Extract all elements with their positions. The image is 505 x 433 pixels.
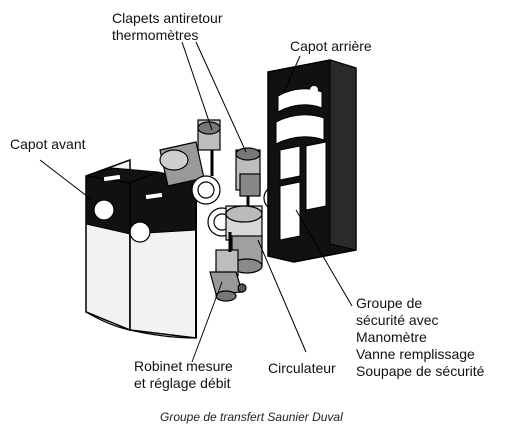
leader-robinet (191, 281, 223, 363)
label-robinet-mesure: Robinet mesure (134, 358, 233, 374)
leader-capot-avant (39, 159, 93, 201)
leader-lines (39, 41, 353, 363)
label-capot-avant: Capot avant (10, 136, 86, 152)
label-clapets-antiretour: Clapets antiretour (112, 10, 223, 26)
leader-groupe (295, 209, 353, 307)
figure-caption: Groupe de transfert Saunier Duval (160, 410, 343, 424)
leader-capot-arriere (283, 55, 301, 93)
label-capot-arriere: Capot arrière (290, 38, 372, 54)
label-groupe-de: Groupe de (356, 295, 423, 311)
label-soupape-securite: Soupape de sécurité (356, 363, 485, 379)
label-reglage-debit: et réglage débit (134, 375, 231, 391)
label-thermometres: thermomètres (112, 27, 199, 43)
rear-cover (267, 59, 357, 263)
leader-clapets-2 (195, 41, 247, 153)
leader-clapets-1 (181, 41, 213, 131)
leader-circulateur (257, 239, 307, 353)
label-vanne-remplissage: Vanne remplissage (356, 346, 475, 362)
front-cover (85, 158, 197, 339)
label-manometre: Manomètre (356, 329, 427, 345)
label-circulateur: Circulateur (268, 360, 336, 376)
hydraulic-group (159, 119, 263, 302)
label-securite-avec: sécurité avec (356, 312, 439, 328)
